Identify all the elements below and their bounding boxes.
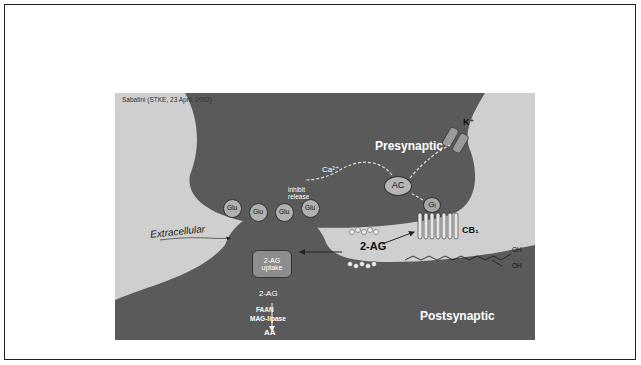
node-text: Gᵢ (428, 201, 435, 209)
node-text: AC (392, 181, 405, 190)
receptor-label: CB₁ (462, 226, 479, 236)
process-label: inhibit release (288, 186, 322, 200)
vesicle-circle: Glu (275, 203, 294, 222)
chemical-group: OH (512, 262, 522, 269)
enzyme-label: MAG-lipase (250, 315, 286, 322)
node-text: 2-AG uptake (257, 257, 287, 272)
enzyme-label: FAAN (256, 306, 274, 313)
node-text: Glu (279, 209, 289, 216)
molecule-label: 2-AG (360, 240, 386, 252)
molecule-label: 2-AG (259, 290, 278, 299)
vesicle-circle: Glu (301, 199, 320, 218)
enzyme-ellipse: AC (384, 176, 412, 196)
signal-connector (412, 194, 423, 200)
citation: Sabatini (STKE, 23 April, 2002) (122, 96, 212, 103)
node-text: Glu (305, 205, 315, 212)
ion-label: K⁺ (463, 118, 474, 128)
g-protein-circle: Gᵢ (423, 197, 441, 213)
node-text: Glu (253, 209, 263, 216)
transporter-box: 2-AG uptake (252, 250, 292, 278)
vesicle-circle: Glu (249, 203, 268, 222)
region-label: Postsynaptic (420, 310, 495, 323)
node-text: Glu (227, 205, 237, 212)
chemical-group: OH (512, 246, 522, 253)
product-label: AA (264, 329, 276, 338)
region-label: Presynaptic (375, 140, 443, 153)
ion-label: Ca²⁺ (322, 166, 339, 175)
vesicle-circle: Glu (223, 199, 242, 218)
